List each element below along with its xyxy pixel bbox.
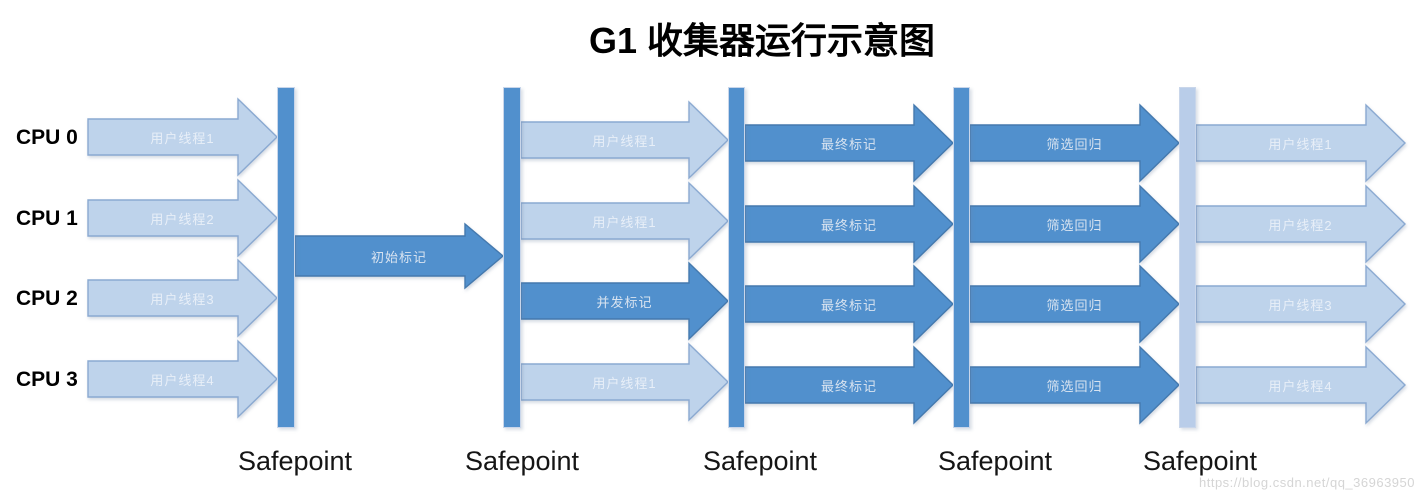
flow-arrow-final-mark-phase: 最终标记 [743,345,955,425]
arrow-polygon [744,103,955,183]
flow-arrow-screening-reclaim-phase: 筛选回归 [968,264,1181,344]
arrow-shape [1195,264,1407,344]
arrow-polygon [87,178,279,258]
flow-arrow-final-mark-phase: 最终标记 [743,103,955,183]
arrow-polygon [744,264,955,344]
arrow-polygon [520,100,730,180]
flow-arrow-user-threads-before-gc: 用户线程1 [86,97,279,177]
arrow-shape [87,97,279,177]
cpu-label: CPU 2 [16,287,78,310]
cpu-label: CPU 3 [16,368,78,391]
flow-arrow-screening-reclaim-phase: 筛选回归 [968,345,1181,425]
safepoint-label: Safepoint [702,446,818,476]
arrow-polygon [520,342,730,422]
arrow-shape [87,258,279,338]
arrow-shape [520,100,730,180]
flow-arrow-user-threads-resumed: 用户线程2 [1194,184,1407,264]
arrow-polygon [969,184,1181,264]
flow-arrow-user-threads-resumed: 用户线程4 [1194,345,1407,425]
flow-arrow-initial-mark: 初始标记 [293,222,505,290]
flow-arrow-user-threads-resumed: 用户线程3 [1194,264,1407,344]
flow-arrow-user-threads-resumed: 用户线程1 [1194,103,1407,183]
flow-arrow-user-threads-before-gc: 用户线程2 [86,178,279,258]
flow-arrow-user-threads-before-gc: 用户线程4 [86,339,279,419]
flow-arrow-concurrent-mark-phase: 用户线程1 [519,100,730,180]
arrow-shape [520,342,730,422]
arrow-polygon [1195,184,1407,264]
arrow-shape [1195,345,1407,425]
arrow-shape [520,261,730,341]
arrow-shape [969,264,1181,344]
arrow-polygon [1195,264,1407,344]
arrow-polygon [1195,103,1407,183]
arrow-polygon [1195,345,1407,425]
arrow-shape [1195,184,1407,264]
arrow-polygon [969,264,1181,344]
safepoint-bar [503,87,521,428]
flow-arrow-final-mark-phase: 最终标记 [743,264,955,344]
arrow-shape [520,181,730,261]
arrow-shape [87,178,279,258]
arrow-polygon [969,103,1181,183]
flow-arrow-user-threads-before-gc: 用户线程3 [86,258,279,338]
flow-arrow-screening-reclaim-phase: 筛选回归 [968,184,1181,264]
safepoint-bar [953,87,970,428]
arrow-shape [1195,103,1407,183]
arrow-shape [969,345,1181,425]
safepoint-label: Safepoint [464,446,580,476]
safepoint-bar [728,87,745,428]
arrow-polygon [744,184,955,264]
watermark: https://blog.csdn.net/qq_36963950 [1199,475,1415,490]
safepoint-label: Safepoint [237,446,353,476]
arrow-polygon [87,258,279,338]
arrow-shape [87,339,279,419]
flow-arrow-concurrent-mark-phase: 用户线程1 [519,342,730,422]
arrow-shape [969,103,1181,183]
safepoint-bar [277,87,295,428]
arrow-polygon [969,345,1181,425]
arrow-shape [744,184,955,264]
flow-arrow-concurrent-mark-phase: 并发标记 [519,261,730,341]
cpu-label: CPU 1 [16,207,78,230]
arrow-shape [744,103,955,183]
arrow-polygon [520,261,730,341]
arrow-polygon [520,181,730,261]
arrow-shape [294,222,505,290]
safepoint-label: Safepoint [937,446,1053,476]
arrow-shape [744,264,955,344]
cpu-label: CPU 0 [16,126,78,149]
arrow-shape [969,184,1181,264]
flow-arrow-final-mark-phase: 最终标记 [743,184,955,264]
arrow-polygon [294,222,505,290]
arrow-polygon [87,339,279,419]
safepoint-bar [1179,87,1196,428]
flow-arrow-concurrent-mark-phase: 用户线程1 [519,181,730,261]
diagram-title: G1 收集器运行示意图 [588,20,936,61]
safepoint-label: Safepoint [1142,446,1258,476]
arrow-shape [744,345,955,425]
arrow-polygon [87,97,279,177]
arrow-polygon [744,345,955,425]
flow-arrow-screening-reclaim-phase: 筛选回归 [968,103,1181,183]
